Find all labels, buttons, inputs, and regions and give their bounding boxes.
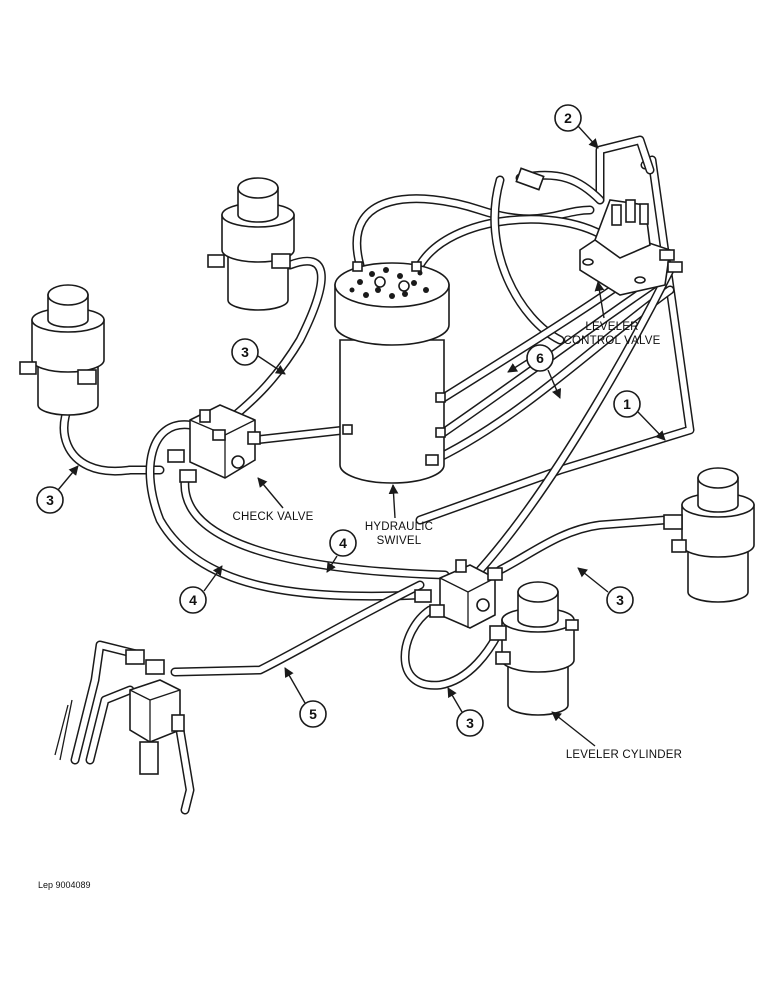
leveler-cylinder-lower [489, 581, 579, 716]
callout-3-top: 3 [231, 338, 286, 375]
callout-2: 2 [554, 104, 599, 149]
svg-text:1: 1 [623, 396, 631, 412]
svg-text:4: 4 [339, 535, 347, 551]
hydraulic-swivel [334, 261, 450, 484]
svg-text:LEVELER CYLINDER: LEVELER CYLINDER [566, 749, 682, 761]
svg-text:3: 3 [241, 344, 249, 360]
svg-text:2: 2 [564, 110, 572, 126]
leveler-control-valve-label: LEVELER CONTROL VALVE [564, 281, 661, 347]
callout-4-right: 4 [326, 529, 357, 573]
check-valve [167, 404, 261, 483]
svg-text:3: 3 [46, 492, 54, 508]
svg-text:3: 3 [616, 592, 624, 608]
leveler-cylinder-left [19, 284, 105, 416]
leveler-cylinder-upper [207, 177, 295, 311]
svg-text:CHECK VALVE: CHECK VALVE [232, 511, 313, 523]
lower-manifold [414, 559, 503, 629]
lower-left-valve [125, 649, 185, 775]
callout-4-left: 4 [179, 565, 223, 614]
svg-text:4: 4 [189, 592, 197, 608]
svg-text:LEVELER: LEVELER [585, 321, 638, 333]
callout-3-bottom: 3 [447, 687, 484, 737]
callout-3-left: 3 [36, 465, 79, 514]
svg-text:HYDRAULIC: HYDRAULIC [365, 521, 433, 533]
callout-3-right: 3 [577, 567, 634, 614]
svg-text:6: 6 [536, 350, 544, 366]
figure-code: Lep 9004089 [38, 880, 91, 890]
svg-text:3: 3 [466, 715, 474, 731]
callout-5: 5 [284, 667, 327, 728]
svg-text:5: 5 [309, 706, 317, 722]
svg-text:CONTROL VALVE: CONTROL VALVE [564, 335, 661, 347]
leveler-cylinder-label: LEVELER CYLINDER [551, 711, 682, 761]
svg-text:SWIVEL: SWIVEL [377, 535, 422, 547]
callout-6: 6 [507, 344, 562, 399]
hydraulic-swivel-label: HYDRAULIC SWIVEL [365, 484, 433, 547]
check-valve-label: CHECK VALVE [232, 477, 313, 523]
leveler-control-valve [515, 167, 683, 296]
callout-1: 1 [613, 390, 666, 441]
leveler-cylinder-right [663, 467, 755, 603]
